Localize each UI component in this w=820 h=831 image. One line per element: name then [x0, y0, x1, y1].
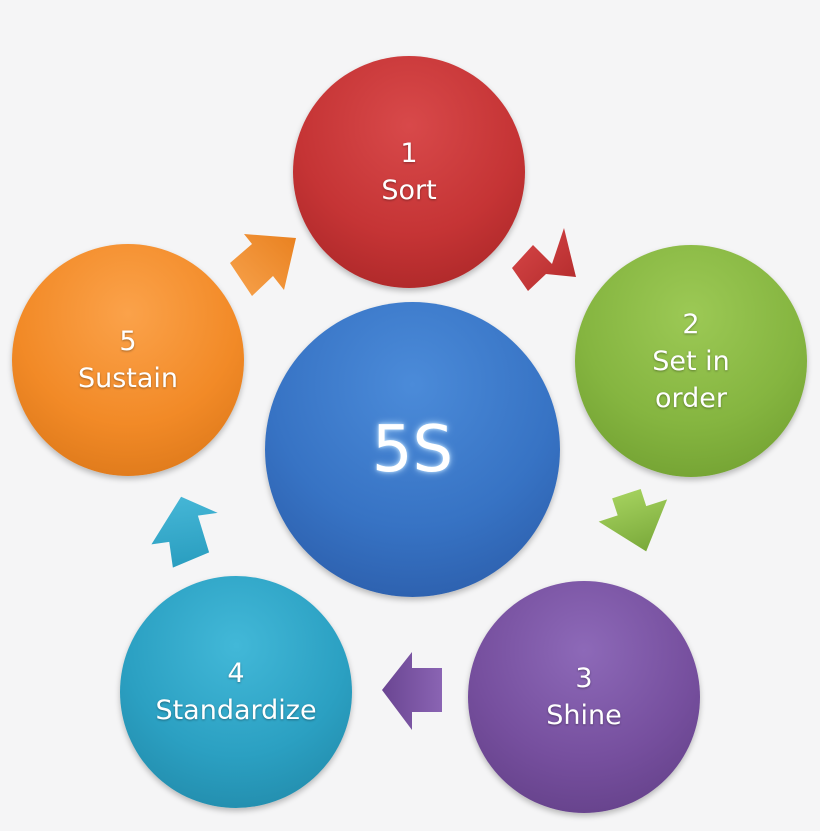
step-5-sustain-circle: 5 Sustain — [12, 244, 244, 476]
step-1-sort-circle: 1 Sort — [293, 56, 525, 288]
step-4-standardize-circle: 4 Standardize — [120, 576, 352, 808]
step-3-shine-circle: 3 Shine — [468, 581, 700, 813]
step-3-number: 3 — [575, 663, 593, 694]
step-5-label: Sustain — [77, 363, 179, 394]
arrow-3-to-4 — [382, 652, 442, 730]
step-2-label-line1: Set in — [652, 345, 730, 377]
step-2-label-line2: order — [655, 382, 727, 414]
step-4-number: 4 — [227, 658, 245, 689]
step-1-number: 1 — [400, 138, 418, 169]
center-title: 5S — [371, 412, 454, 487]
step-4-label: Standardize — [155, 695, 317, 726]
step-3-label: Shine — [546, 700, 622, 731]
arrow-5-to-1 — [230, 234, 296, 296]
arrow-2-to-3 — [598, 489, 668, 552]
center-5s-circle: 5S — [265, 302, 560, 597]
arrow-4-to-5 — [151, 496, 218, 568]
step-5-number: 5 — [119, 326, 137, 357]
arrow-1-to-2 — [512, 228, 576, 291]
step-2-set-in-order-circle: 2 Set in order — [575, 245, 807, 477]
step-1-label: Sort — [381, 175, 437, 206]
step-2-number: 2 — [682, 308, 700, 340]
